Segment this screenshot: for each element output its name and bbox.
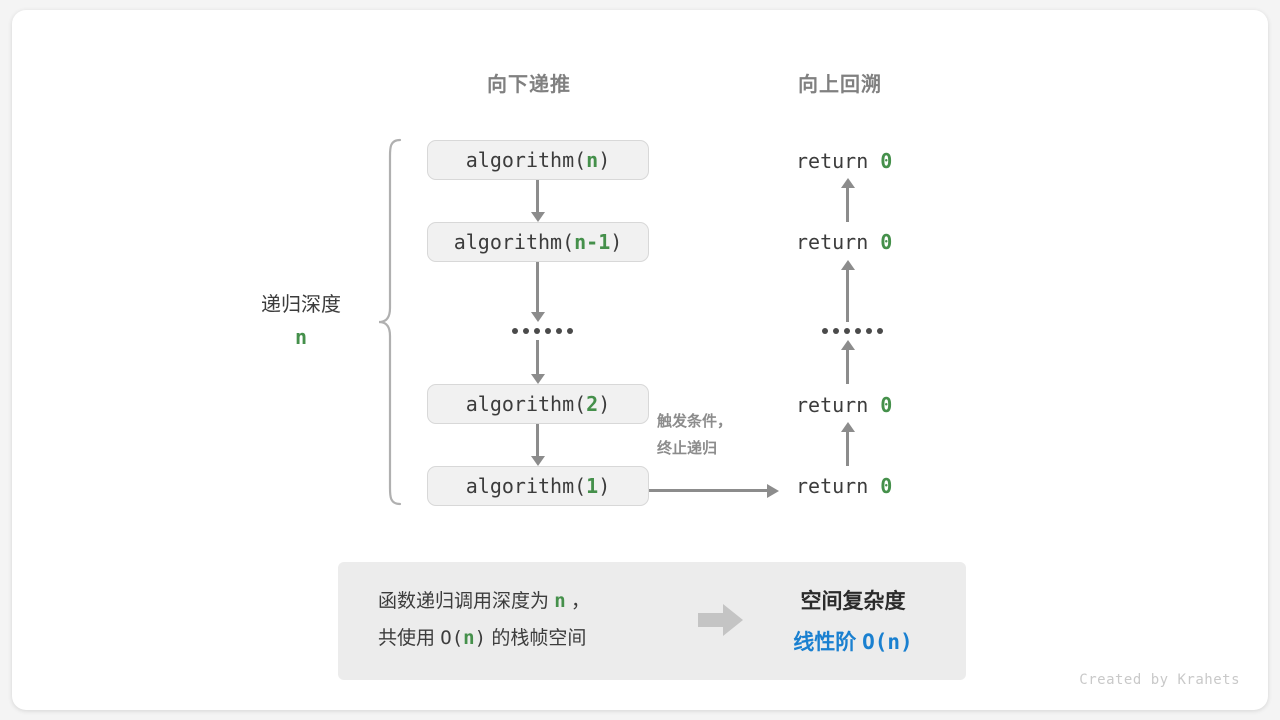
ellipsis-dots-left [512,328,573,334]
summary-line-1: 函数递归调用深度为 n ， [378,583,590,620]
space-complexity-value: 线性阶 O(n) [768,622,938,663]
summary-line1-text-a: 函数递归调用深度为 [378,591,555,612]
summary-line2-close: ) [474,627,487,649]
up-arrow-3 [841,340,855,384]
call-box-fn: algorithm( [453,230,575,254]
column-heading-down: 向下递推 [487,74,571,96]
trigger-condition-note: 触发条件， 终止递归 [657,408,732,462]
call-box-1: algorithm(1) [427,466,649,506]
dot [833,328,839,334]
dot [556,328,562,334]
summary-panel [338,562,966,680]
dot [866,328,872,334]
recursion-depth-text: 递归深度 [261,294,341,316]
dot [855,328,861,334]
right-arrow-icon [698,604,743,636]
dot [545,328,551,334]
summary-line1-n: n [554,590,566,612]
recursion-depth-value: n [294,325,308,349]
call-box-n-minus-1: algorithm(n-1) [427,222,649,262]
return-statement-4: return 0 [796,474,892,498]
column-heading-up: 向上回溯 [798,74,882,96]
summary-line2-text-a: 共使用 [378,628,441,649]
call-box-2: algorithm(2) [427,384,649,424]
ellipsis-dots-right [822,328,883,334]
diagram-card: 向下递推 向上回溯 递归深度 n algorithm(n) algorithm(… [12,10,1268,710]
down-arrow-4 [531,424,545,466]
dot [523,328,529,334]
return-keyword: return [796,230,881,254]
base-case-connector-arrow [649,484,779,498]
call-box-close: ) [598,474,611,498]
summary-line-2: 共使用 O(n) 的栈帧空间 [378,620,590,657]
return-statement-2: return 0 [796,230,892,254]
return-keyword: return [796,393,881,417]
call-box-close: ) [610,230,623,254]
space-complexity-title: 空间复杂度 [800,590,906,613]
down-arrow-3 [531,340,545,384]
dot [534,328,540,334]
depth-brace-icon [378,138,402,506]
return-value: 0 [880,474,893,498]
up-arrow-2 [841,260,855,322]
down-arrow-1 [531,180,545,222]
return-statement-3: return 0 [796,393,892,417]
return-value: 0 [880,230,893,254]
return-statement-1: return 0 [796,149,892,173]
call-box-close: ) [598,148,611,172]
summary-line2-n: n [463,627,475,649]
call-box-n: algorithm(n) [427,140,649,180]
dot [877,328,883,334]
recursion-depth-label: 递归深度 n [249,291,353,351]
call-box-arg: 2 [586,392,599,416]
call-box-fn: algorithm( [465,392,587,416]
complexity-order-label: 线性阶 [793,631,863,654]
summary-description: 函数递归调用深度为 n ， 共使用 O(n) 的栈帧空间 [378,583,590,657]
call-box-fn: algorithm( [465,148,587,172]
summary-line1-text-b: ， [565,591,591,612]
return-keyword: return [796,474,881,498]
dot [512,328,518,334]
call-box-fn: algorithm( [465,474,587,498]
summary-line2-text-b: 的栈帧空间 [486,628,587,649]
summary-line2-o: O( [440,627,464,649]
dot [567,328,573,334]
up-arrow-1 [841,178,855,222]
summary-conclusion: 空间复杂度 线性阶 O(n) [768,582,938,663]
trigger-note-line1: 触发条件， [657,413,733,430]
return-keyword: return [796,149,881,173]
footer-credit: Created by Krahets [1079,672,1240,688]
dot [844,328,850,334]
return-value: 0 [880,149,893,173]
call-box-arg: 1 [586,474,599,498]
complexity-expression: O(n) [862,630,913,654]
call-box-arg: n [586,148,599,172]
dot [822,328,828,334]
trigger-note-line2: 终止递归 [657,440,718,457]
up-arrow-4 [841,422,855,466]
down-arrow-2 [531,262,545,322]
call-box-arg: n-1 [574,230,611,254]
return-value: 0 [880,393,893,417]
call-box-close: ) [598,392,611,416]
